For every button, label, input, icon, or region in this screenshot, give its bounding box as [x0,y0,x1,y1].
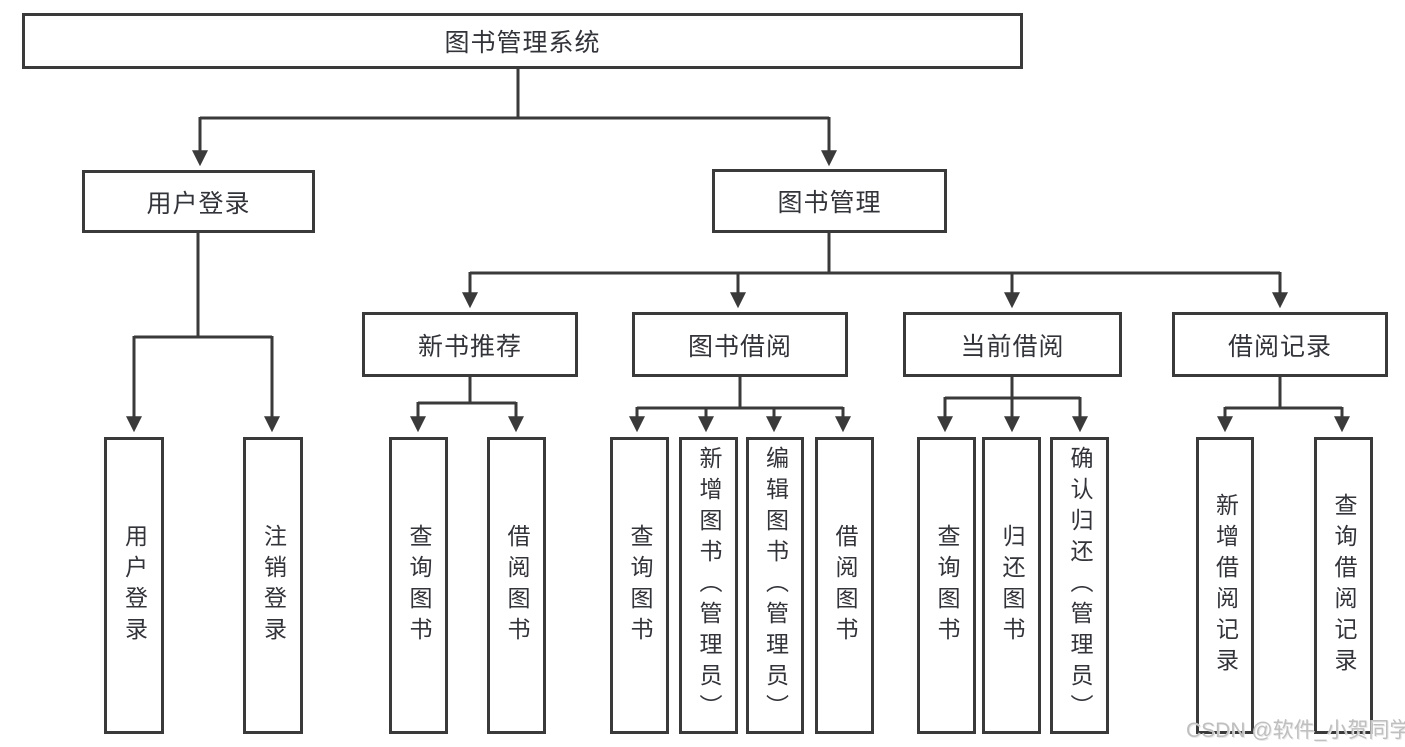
node-label: 当前借阅 [960,332,1065,361]
leaf-nb-query-books: 查询图书 [389,437,448,734]
leaf-cb-query-books: 查询图书 [917,437,976,734]
node-current-borrowing: 当前借阅 [903,312,1122,377]
node-borrowing-records: 借阅记录 [1172,312,1388,377]
node-label: 新书推荐 [417,332,522,361]
csdn-watermark: CSDN @软件_小贺同学 [1186,719,1405,742]
node-user-login: 用户登录 [82,170,315,233]
node-label: 用户登录 [146,189,251,218]
leaf-label: 确认归还（管理员） [1067,446,1093,725]
leaf-label: 用户登录 [121,523,148,648]
leaf-bb-edit-books-admin: 编辑图书（管理员） [746,437,804,734]
leaf-label: 新增借阅记录 [1212,492,1239,679]
leaf-label: 查询图书 [406,523,432,648]
leaf-label: 编辑图书（管理员） [762,446,789,725]
node-new-book-recommendation: 新书推荐 [362,312,578,377]
node-book-management-system: 图书管理系统 [22,13,1023,69]
leaf-br-query-record: 查询借阅记录 [1314,437,1373,734]
node-label: 借阅记录 [1227,332,1332,361]
node-label: 图书管理系统 [444,29,601,57]
leaf-nb-borrow-books: 借阅图书 [487,437,546,734]
leaf-br-add-record: 新增借阅记录 [1196,437,1254,734]
leaf-label: 借阅图书 [504,523,530,648]
leaf-bb-borrow-books: 借阅图书 [815,437,874,734]
leaf-cb-confirm-return-admin: 确认归还（管理员） [1050,437,1109,734]
leaf-user-login: 用户登录 [104,437,164,734]
leaf-bb-add-books-admin: 新增图书（管理员） [679,437,738,734]
leaf-label: 查询图书 [934,523,960,648]
node-book-borrowing: 图书借阅 [632,312,848,377]
node-book-management: 图书管理 [712,169,947,233]
leaf-bb-query-books: 查询图书 [610,437,669,734]
leaf-label: 注销登录 [260,523,287,648]
leaf-label: 查询借阅记录 [1331,492,1357,679]
node-label: 图书管理 [777,189,882,217]
leaf-label: 查询图书 [627,523,653,648]
leaf-label: 借阅图书 [832,523,858,648]
leaf-label: 归还图书 [999,523,1025,648]
leaf-logout: 注销登录 [243,437,303,734]
leaf-label: 新增图书（管理员） [696,446,722,725]
leaf-cb-return-books: 归还图书 [982,437,1041,734]
node-label: 图书借阅 [687,332,792,361]
